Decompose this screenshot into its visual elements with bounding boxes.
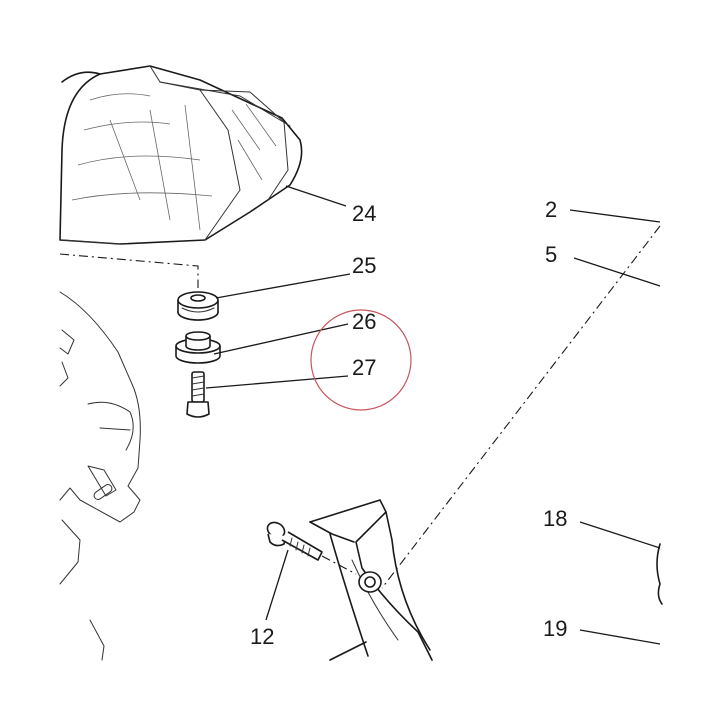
callout-2: 2 [545, 197, 557, 222]
bracket-stay [309, 499, 433, 661]
callout-18: 18 [543, 506, 567, 531]
part-27-bolt [186, 371, 210, 418]
frame-outline [59, 291, 141, 661]
right-body-edge [656, 543, 663, 605]
callout-27: 27 [352, 355, 376, 380]
part-12-screw [266, 521, 357, 575]
callout-5: 5 [545, 242, 557, 267]
part-24-tail-light [59, 65, 303, 245]
callout-12: 12 [250, 624, 274, 649]
alignment-line-2-bracket [381, 225, 661, 589]
part-26-collar [175, 331, 221, 364]
callout-25: 25 [352, 253, 376, 278]
callout-19: 19 [543, 616, 567, 641]
highlight-circle [310, 309, 412, 411]
callout-24: 24 [352, 201, 376, 226]
alignment-line-24-25 [59, 253, 199, 288]
leader-lines [205, 185, 661, 645]
part-25-grommet [177, 291, 219, 321]
callout-26: 26 [352, 309, 376, 334]
